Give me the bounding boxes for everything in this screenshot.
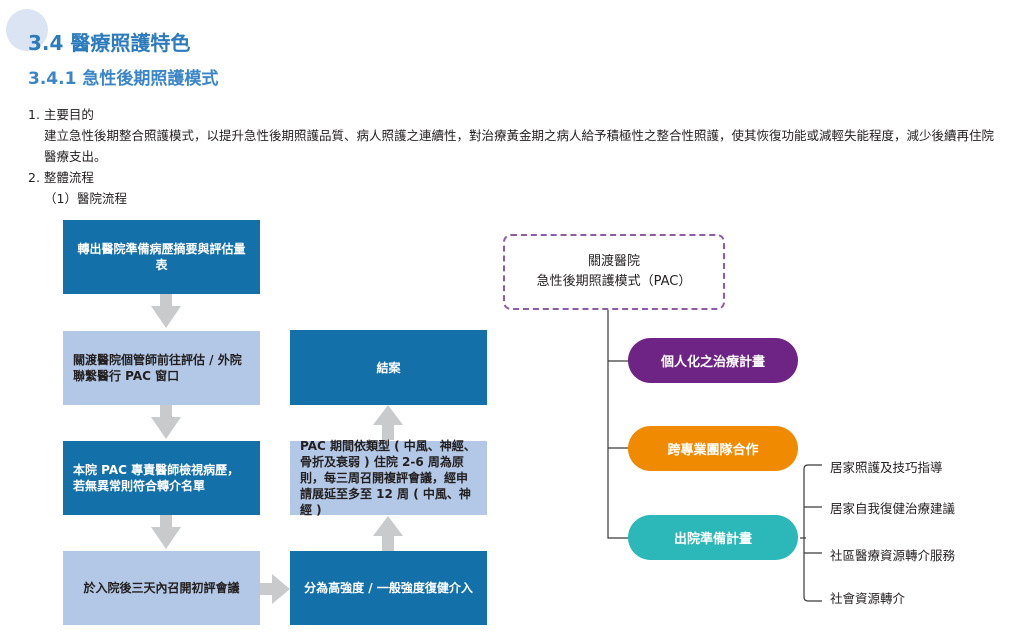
arrow-up-icon (373, 516, 403, 536)
pac-root-line2: 急性後期照護模式（PAC） (536, 274, 692, 289)
arrow-up-icon (373, 405, 403, 425)
arrow-shaft (260, 583, 274, 595)
flow-step-1: 轉出醫院準備病歷摘要與評估量表 (63, 220, 260, 294)
arrow-down-icon (151, 527, 181, 549)
pac-root-box: 關渡醫院 急性後期照護模式（PAC） (503, 234, 725, 310)
flow-step-6: PAC 期間依類型 ( 中風、神經、骨折及衰弱 ) 住院 2-6 周為原則，每三… (290, 439, 487, 517)
heading-decoration (6, 9, 48, 51)
arrow-shaft (160, 294, 172, 308)
leaf-home-care: 居家照護及技巧指導 (830, 460, 943, 475)
item1-body: 建立急性後期整合照護模式，以提升急性後期照護品質、病人照護之連續性，對治療黃金期… (44, 128, 995, 164)
branch-interdisciplinary-team: 跨專業團隊合作 (628, 426, 798, 471)
arrow-shaft (160, 515, 172, 529)
leaf-community-referral: 社區醫療資源轉介服務 (830, 548, 956, 563)
branch-personalized-treatment: 個人化之治療計畫 (628, 338, 798, 383)
branch-discharge-plan: 出院準備計畫 (628, 515, 798, 560)
flow-step-7: 結案 (290, 330, 487, 405)
arrow-down-icon (151, 417, 181, 439)
arrow-down-icon (151, 306, 181, 328)
leaf-social-referral: 社會資源轉介 (830, 591, 906, 606)
arrow-right-icon (272, 574, 290, 604)
flow-step-3: 本院 PAC 專責醫師檢視病歷，若無異常則符合轉介名單 (63, 441, 260, 515)
item2-subheading: （1）醫院流程 (44, 191, 127, 206)
section-title: 3.4 醫療照護特色 (28, 31, 191, 55)
flow-step-4: 於入院後三天內召開初評會議 (63, 551, 260, 625)
arrow-shaft (382, 535, 394, 551)
item2-label: 2. 整體流程 (28, 170, 94, 185)
subsection-title: 3.4.1 急性後期照護模式 (28, 69, 219, 89)
leaf-self-rehab: 居家自我復健治療建議 (830, 501, 956, 516)
item1-label: 1. 主要目的 (28, 107, 94, 122)
arrow-shaft (160, 405, 172, 419)
arrow-shaft (382, 424, 394, 440)
flow-step-5: 分為高強度 / 一般強度復健介入 (290, 551, 487, 625)
flow-step-2: 關渡醫院個管師前往評估 / 外院聯繫醫行 PAC 窗口 (63, 331, 260, 405)
pac-root-line1: 關渡醫院 (587, 254, 640, 269)
